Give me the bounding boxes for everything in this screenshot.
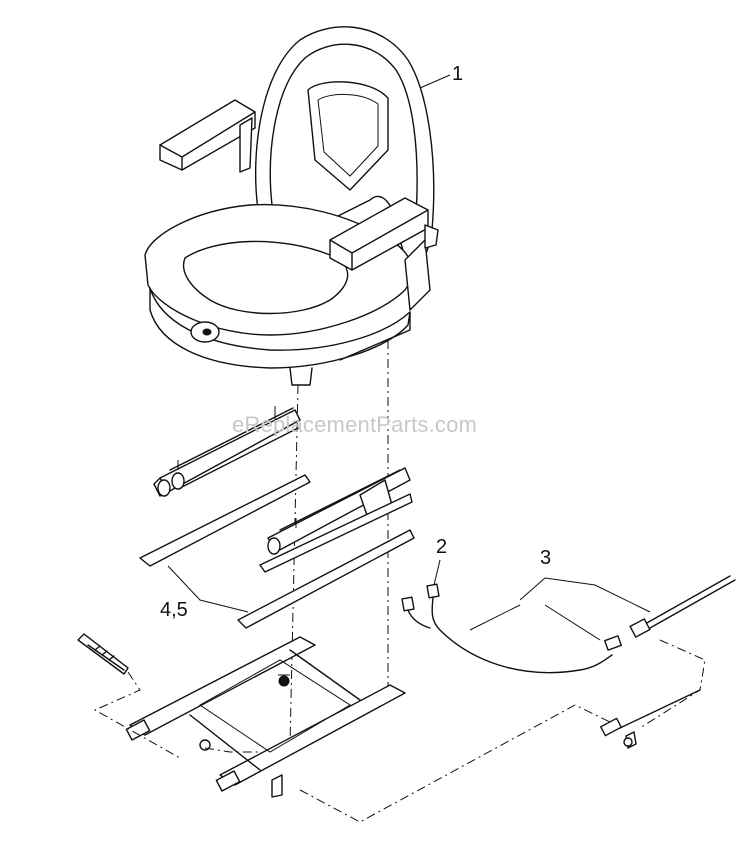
callout-3: 3 xyxy=(540,547,552,569)
watermark: eReplacementParts.com xyxy=(232,412,478,437)
spacer-strip-lower xyxy=(237,529,415,629)
backrest-pad xyxy=(269,43,418,216)
seat-assembly xyxy=(144,26,439,386)
slide-rail-right xyxy=(267,467,411,555)
interlock-cable xyxy=(600,575,736,749)
slide-rail-left xyxy=(153,406,301,497)
callout-2: 2 xyxy=(436,536,448,558)
callout-1-leader xyxy=(419,74,451,89)
assembly-outline xyxy=(299,704,611,823)
alignment-line-left xyxy=(289,384,299,746)
left-armrest xyxy=(159,99,256,171)
mounting-frame xyxy=(125,636,406,798)
callout-3-leader xyxy=(519,577,651,613)
frame-bolt-small xyxy=(199,739,211,751)
frame-nut xyxy=(278,674,290,687)
callout-4-5-leader xyxy=(167,565,249,613)
seat-cushion-panel xyxy=(183,240,349,315)
seat-base xyxy=(149,287,411,369)
callout-2-leader xyxy=(433,559,441,586)
callout-1: 1 xyxy=(452,63,464,85)
backrest-center-panel xyxy=(307,81,389,191)
bolt-alignment-line xyxy=(93,671,181,759)
spacer-strip-upper xyxy=(139,474,413,573)
seat-switch-harness xyxy=(401,583,622,674)
long-bolt xyxy=(77,633,129,675)
callout-4-5: 4,5 xyxy=(160,599,188,621)
